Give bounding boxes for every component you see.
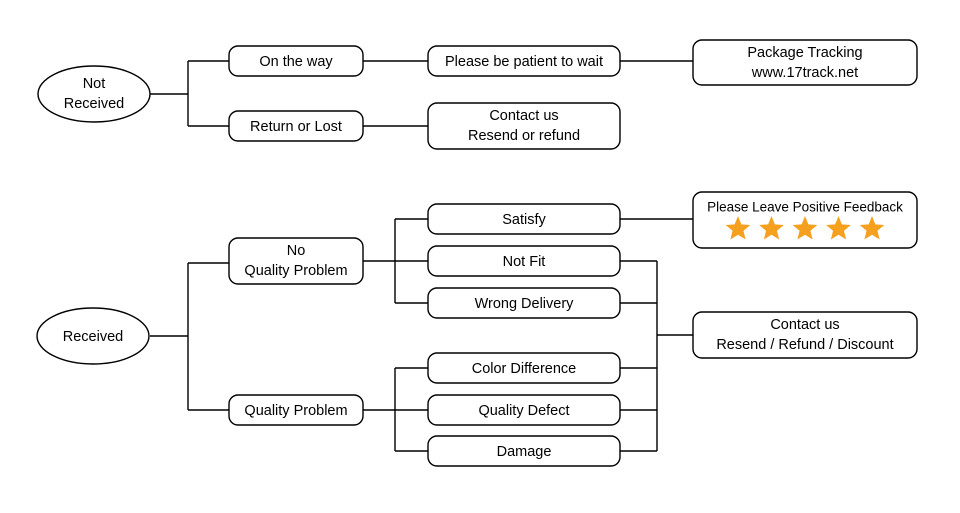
not-fit-label: Not Fit — [503, 254, 546, 270]
star-icon[interactable] — [826, 216, 851, 240]
color-difference-label: Color Difference — [472, 361, 577, 377]
received-label: Received — [63, 329, 123, 345]
on-the-way-label: On the way — [259, 54, 333, 70]
contact-resend-refund-box — [427, 102, 621, 150]
return-or-lost-box — [228, 110, 364, 142]
contact-discount-label-line1: Contact us — [770, 317, 839, 333]
node-damage[interactable]: Damage — [427, 435, 621, 467]
node-contact-resend-refund[interactable]: Contact us Resend or refund — [427, 102, 621, 150]
on-the-way-box — [228, 45, 364, 77]
satisfy-box — [427, 203, 621, 235]
star-rating[interactable] — [725, 216, 885, 240]
package-tracking-url: www.17track.net — [751, 65, 858, 81]
please-wait-label: Please be patient to wait — [445, 54, 603, 70]
wrong-delivery-box — [427, 287, 621, 319]
star-icon[interactable] — [759, 216, 784, 240]
node-no-quality-problem[interactable]: No Quality Problem — [228, 237, 364, 285]
node-on-the-way[interactable]: On the way — [228, 45, 364, 77]
star-icon[interactable] — [792, 216, 818, 240]
contact-resend-refund-discount-box — [692, 311, 918, 359]
node-received[interactable]: Received — [36, 307, 150, 365]
satisfy-label: Satisfy — [502, 212, 546, 228]
node-package-tracking[interactable]: Package Tracking www.17track.net — [692, 39, 918, 86]
wrong-delivery-label: Wrong Delivery — [475, 296, 575, 312]
star-icon[interactable] — [725, 216, 751, 240]
node-quality-problem[interactable]: Quality Problem — [228, 394, 364, 426]
not-received-label-line1: Not — [83, 76, 106, 92]
node-color-difference[interactable]: Color Difference — [427, 352, 621, 384]
node-wrong-delivery[interactable]: Wrong Delivery — [427, 287, 621, 319]
node-contact-resend-refund-discount[interactable]: Contact us Resend / Refund / Discount — [692, 311, 918, 359]
not-received-ellipse — [37, 65, 151, 123]
node-not-received[interactable]: Not Received — [37, 65, 151, 123]
contact-resend-refund-label-line2: Resend or refund — [468, 128, 580, 144]
quality-problem-label: Quality Problem — [244, 403, 347, 419]
no-quality-problem-label-line1: No — [287, 243, 306, 259]
node-quality-defect[interactable]: Quality Defect — [427, 394, 621, 426]
node-please-wait[interactable]: Please be patient to wait — [427, 45, 621, 77]
quality-problem-box — [228, 394, 364, 426]
no-quality-problem-box — [228, 237, 364, 285]
please-wait-box — [427, 45, 621, 77]
color-difference-box — [427, 352, 621, 384]
contact-resend-refund-label-line1: Contact us — [489, 108, 558, 124]
damage-box — [427, 435, 621, 467]
package-tracking-box — [692, 39, 918, 86]
positive-feedback-label: Please Leave Positive Feedback — [707, 200, 903, 215]
node-not-fit[interactable]: Not Fit — [427, 245, 621, 277]
node-positive-feedback[interactable]: Please Leave Positive Feedback — [692, 191, 918, 249]
quality-defect-box — [427, 394, 621, 426]
node-return-or-lost[interactable]: Return or Lost — [228, 110, 364, 142]
node-satisfy[interactable]: Satisfy — [427, 203, 621, 235]
contact-discount-label-line2: Resend / Refund / Discount — [716, 337, 893, 353]
return-or-lost-label: Return or Lost — [250, 119, 342, 135]
connector-group-received — [150, 218, 693, 452]
package-tracking-label-line1: Package Tracking — [747, 45, 862, 61]
quality-defect-label: Quality Defect — [478, 403, 569, 419]
no-quality-problem-label-line2: Quality Problem — [244, 263, 347, 279]
star-icon[interactable] — [859, 216, 885, 240]
damage-label: Damage — [497, 444, 552, 460]
received-ellipse — [36, 307, 150, 365]
not-received-label-line2: Received — [64, 96, 124, 112]
connector-group-not-received — [150, 60, 693, 127]
not-fit-box — [427, 245, 621, 277]
